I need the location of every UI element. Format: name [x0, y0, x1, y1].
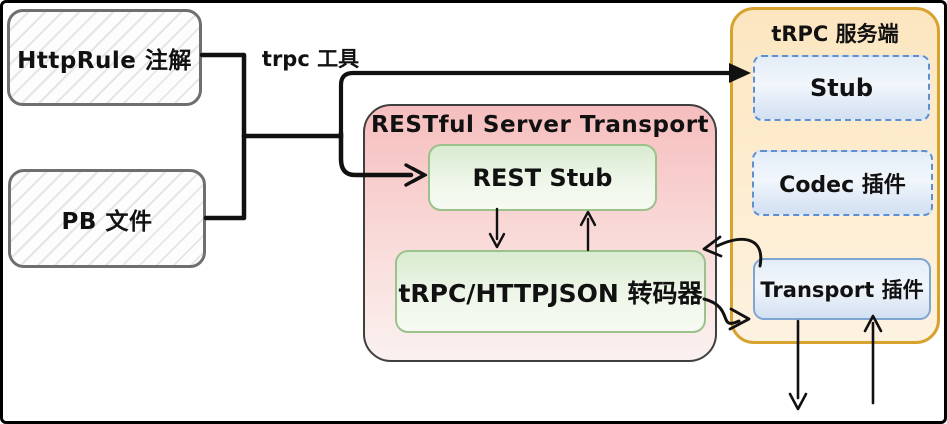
node-httprule-annotation: HttpRule 注解	[7, 9, 202, 106]
node-transcoder-label: tRPC/HTTPJSON 转码器	[398, 278, 703, 308]
node-transport-plugin: Transport 插件	[753, 258, 931, 320]
connector-sources-trunk	[199, 52, 247, 221]
container-restful-title: RESTful Server Transport	[370, 112, 710, 138]
label-trpc-tool-text: trpc 工具	[261, 47, 360, 71]
label-trpc-tool: trpc 工具	[253, 44, 368, 72]
node-codec-plugin: Codec 插件	[752, 150, 933, 216]
node-transport-plugin-label: Transport 插件	[760, 278, 924, 302]
arrowhead-transport-down	[788, 392, 808, 411]
container-trpc-server-title: tRPC 服务端	[771, 22, 899, 46]
node-httprule-label: HttpRule 注解	[17, 47, 192, 74]
node-rest-stub-label: REST Stub	[472, 163, 613, 192]
node-stub-label: Stub	[809, 74, 874, 102]
node-stub: Stub	[753, 55, 930, 121]
node-rest-stub: REST Stub	[428, 144, 657, 211]
node-transcoder: tRPC/HTTPJSON 转码器	[395, 250, 706, 333]
node-pb-file: PB 文件	[8, 169, 206, 268]
node-codec-plugin-label: Codec 插件	[779, 173, 906, 198]
node-pb-file-label: PB 文件	[61, 208, 153, 235]
